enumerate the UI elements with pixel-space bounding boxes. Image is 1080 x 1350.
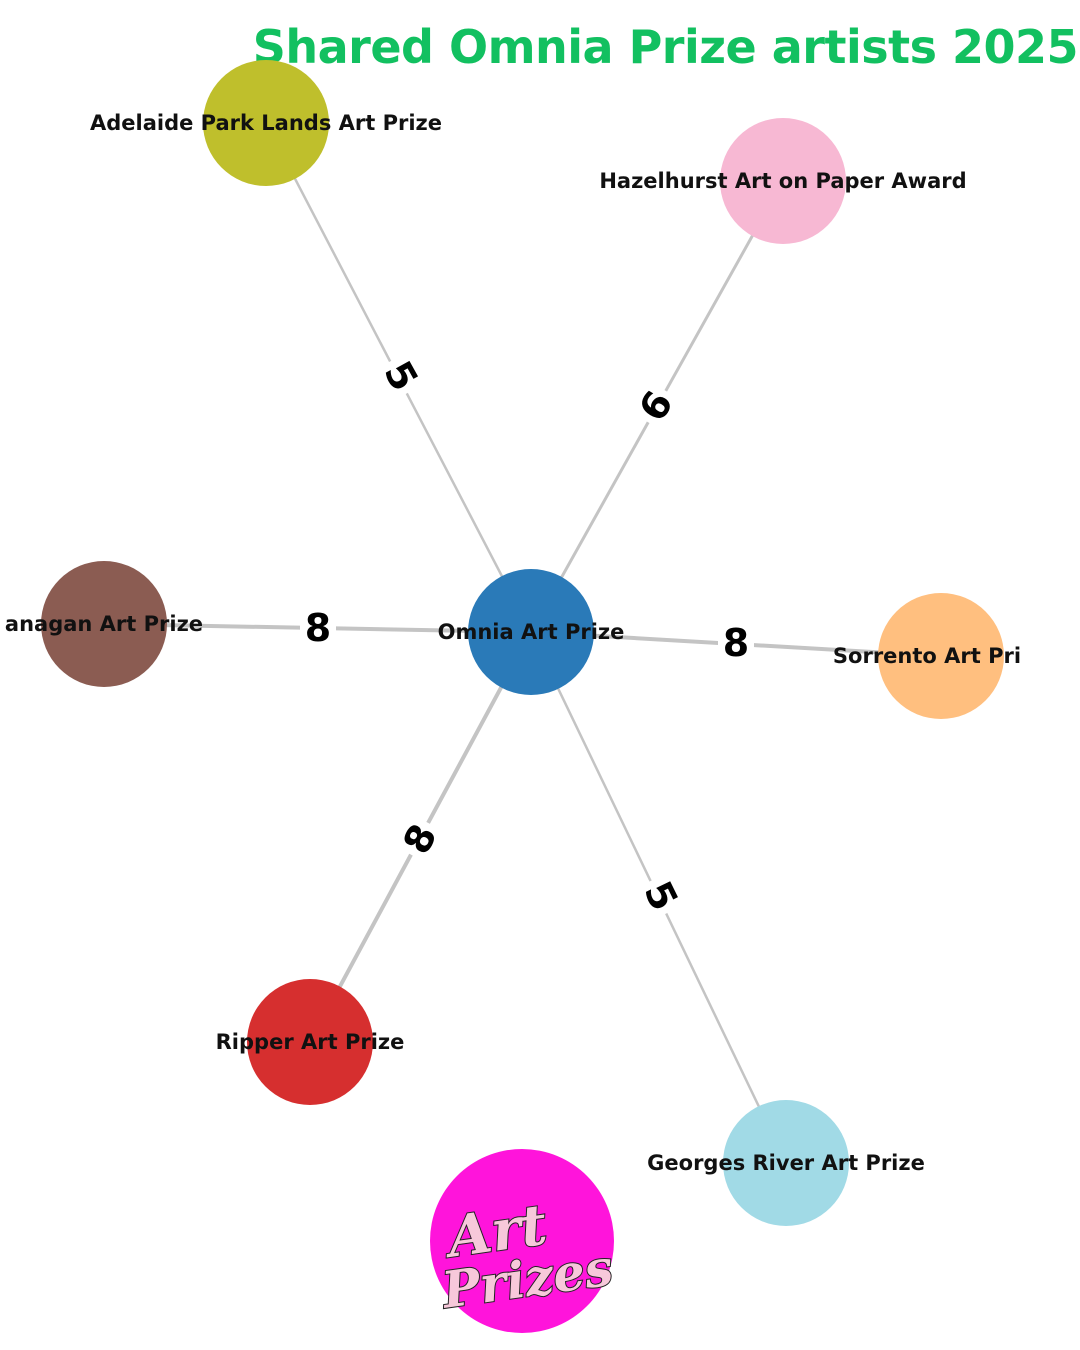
node-label-ripper: Ripper Art Prize — [216, 1030, 405, 1054]
node-label-flanagan: anagan Art Prize — [5, 612, 203, 636]
edge-weight-sorrento: 8 — [723, 621, 749, 665]
nodes-layer — [41, 60, 1004, 1226]
edge-label-bg-sorrento — [718, 621, 754, 665]
node-label-adelaide: Adelaide Park Lands Art Prize — [90, 111, 442, 135]
node-hazelhurst — [720, 118, 846, 244]
edge-label-bg-adelaide — [373, 349, 429, 403]
node-label-hazelhurst: Hazelhurst Art on Paper Award — [599, 169, 966, 193]
node-ripper — [247, 979, 373, 1105]
edge-weight-flanagan: 8 — [305, 606, 331, 650]
logo-word-art: Art — [439, 1192, 551, 1272]
labels-layer: Omnia Art Prize Adelaide Park Lands Art P… — [5, 111, 1021, 1175]
node-label-sorrento: Sorrento Art Pri — [833, 644, 1021, 668]
art-prizes-logo: Art Prizes — [430, 1149, 617, 1333]
node-omnia — [468, 569, 594, 695]
edge-label-bg-georges — [633, 870, 689, 922]
chart-title: Shared Omnia Prize artists 2025 — [252, 20, 1079, 74]
node-sorrento — [878, 593, 1004, 719]
edge-label-bg-flanagan — [300, 606, 336, 650]
node-label-omnia: Omnia Art Prize — [438, 620, 625, 644]
logo-badge — [430, 1149, 614, 1333]
node-flanagan — [41, 561, 167, 687]
node-adelaide — [203, 60, 329, 186]
edge-label-bg-ripper — [392, 812, 448, 866]
node-label-georges: Georges River Art Prize — [647, 1151, 925, 1175]
node-georges — [723, 1100, 849, 1226]
edge-label-bg-hazelhurst — [627, 379, 685, 433]
